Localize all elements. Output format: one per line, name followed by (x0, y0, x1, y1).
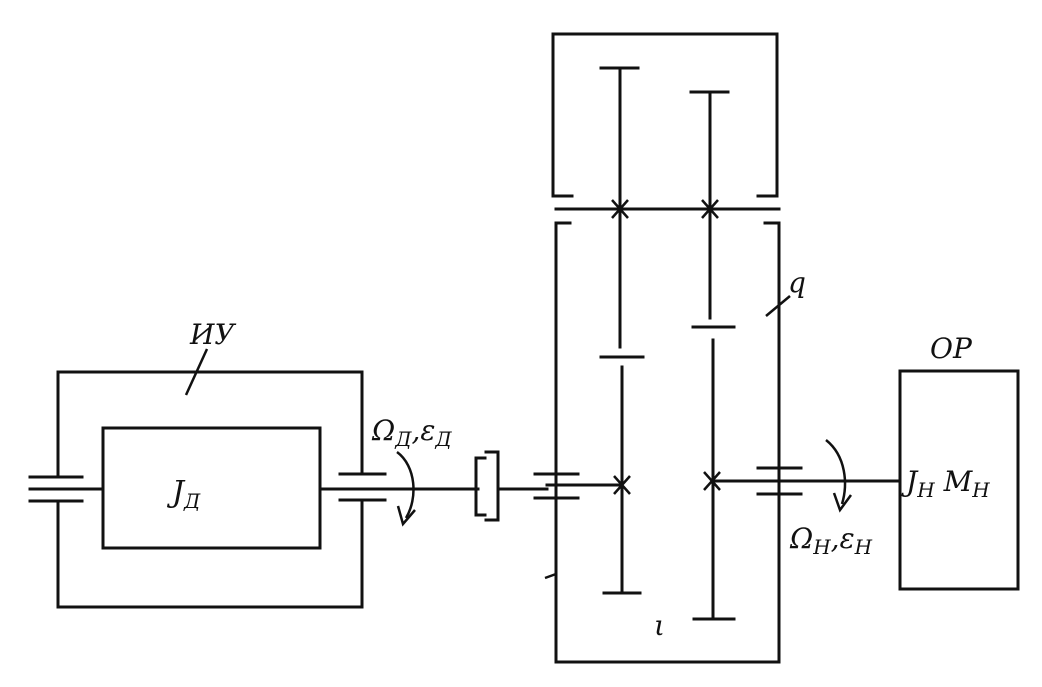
gearbox-housing-lower (544, 221, 781, 664)
motor-rotation-arrow (396, 450, 416, 527)
motor-right-bearing (338, 472, 387, 502)
load-inertia-label: JН MН (901, 465, 990, 502)
iu-leader (184, 348, 209, 396)
shaft-coupling (474, 450, 549, 522)
iu-label: ИУ (189, 318, 236, 351)
left-bearing (28, 475, 105, 503)
motor-rotor-block (101, 426, 322, 550)
gearbox-input-bearing (533, 472, 580, 500)
i-label: ι (654, 609, 665, 642)
gear-joints (611, 199, 721, 495)
gearbox-output-bearing (756, 466, 803, 496)
q-label: q (788, 266, 806, 299)
motor-housing (56, 370, 364, 609)
motor-inertia-label: JД (166, 475, 201, 513)
working-body-block (898, 369, 1020, 591)
motor-speed-label: ΩД,εД (371, 414, 452, 451)
gearbox-housing-upper (551, 32, 779, 198)
output-rotation-arrow (825, 439, 853, 513)
gear-3 (689, 90, 736, 329)
or-label: ОР (930, 332, 973, 365)
q-leader (765, 295, 791, 317)
gear-1 (599, 355, 645, 595)
output-speed-label: ΩН,εН (789, 522, 873, 559)
